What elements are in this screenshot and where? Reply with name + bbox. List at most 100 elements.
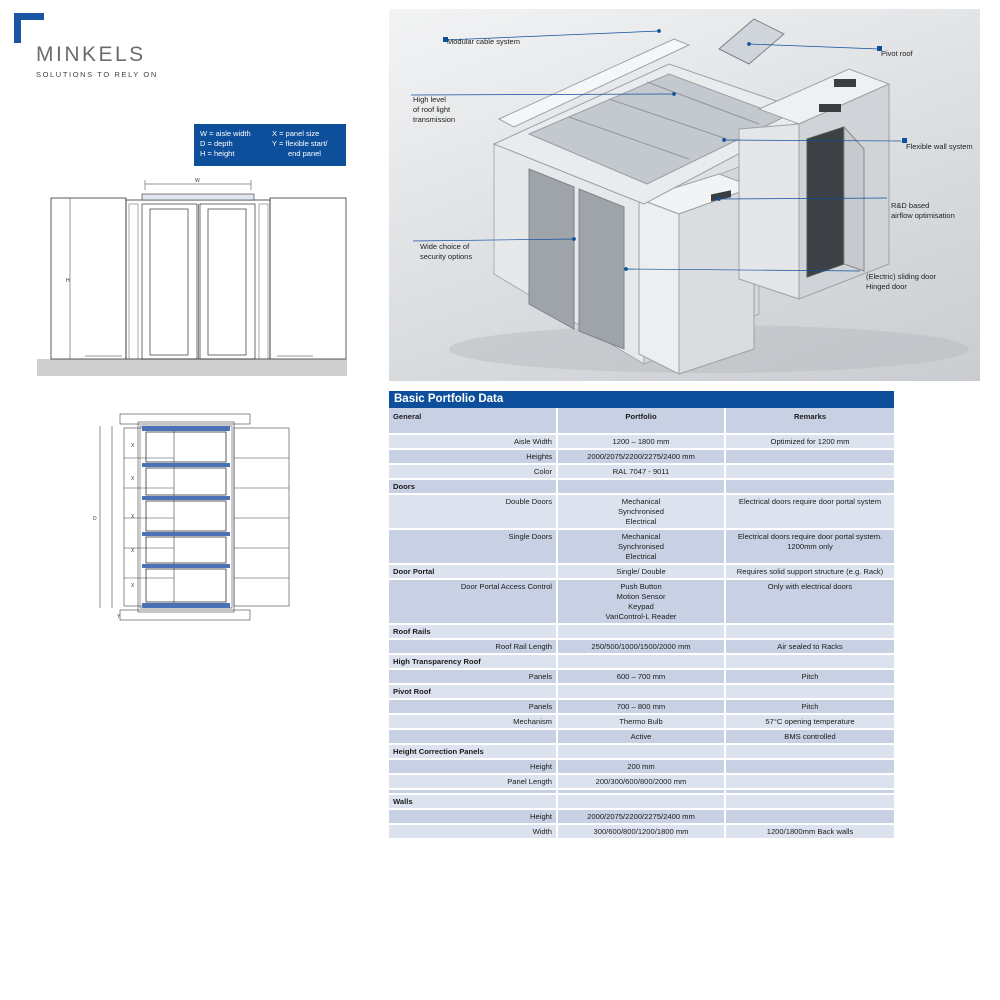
callout-marker-icon [443, 37, 448, 42]
legend-right: X = panel size [272, 129, 320, 138]
table-section-row: Roof Rails [389, 625, 894, 640]
table-section-row: High Transparency Roof [389, 655, 894, 670]
callout-rd-airflow: R&D based airflow optimisation [891, 201, 955, 220]
cell-label: Panels [389, 670, 558, 683]
plan-x-label: X [131, 476, 135, 482]
cell-remarks: BMS controlled [726, 730, 894, 743]
cell-label: Panel Length [389, 775, 558, 788]
cell-label: Height Correction Panels [389, 745, 558, 758]
plan-y-label: Y [117, 614, 121, 620]
cell-remarks [726, 685, 894, 698]
cell-remarks: Only with electrical doors [726, 580, 894, 623]
logo-mark-icon [14, 13, 44, 43]
cell-label: Roof Rails [389, 625, 558, 638]
cell-remarks [726, 450, 894, 463]
cell-label: Single Doors [389, 530, 558, 563]
cell-remarks [726, 810, 894, 823]
cell-remarks [726, 465, 894, 478]
cell-portfolio: Single/ Double [558, 565, 726, 578]
cell-portfolio: Mechanical Synchronised Electrical [558, 530, 726, 563]
cell-remarks: Pitch [726, 670, 894, 683]
plan-x-label: X [131, 548, 135, 554]
cell-label: Roof Rail Length [389, 640, 558, 653]
cell-portfolio [558, 480, 726, 493]
cell-remarks: Electrical doors require door portal sys… [726, 495, 894, 528]
elevation-w-label: W [195, 178, 200, 184]
legend-left: D = depth [200, 139, 233, 148]
callout-marker-icon [877, 46, 882, 51]
cell-portfolio [558, 795, 726, 808]
table-section-row: Walls [389, 795, 894, 810]
callout-marker-icon [902, 138, 907, 143]
callout-pivot-roof: Pivot roof [877, 46, 913, 59]
cell-label: Mechanism [389, 715, 558, 728]
table-header-row: General Portfolio Remarks [389, 408, 894, 435]
cell-label: Pivot Roof [389, 685, 558, 698]
cell-remarks: Optimized for 1200 mm [726, 435, 894, 448]
front-elevation-drawing: W H [37, 178, 347, 376]
cell-label: Panels [389, 700, 558, 713]
cell-remarks: Electrical doors require door portal sys… [726, 530, 894, 563]
cell-label: Aisle Width [389, 435, 558, 448]
cell-remarks: Requires solid support structure (e.g. R… [726, 565, 894, 578]
table-title: Basic Portfolio Data [389, 391, 894, 408]
callout-high-level: High level of roof light transmission [413, 95, 456, 124]
product-render: Modular cable system Pivot roof High lev… [389, 9, 980, 381]
table-section-row: Pivot Roof [389, 685, 894, 700]
legend-right: Y = flexible start/ [272, 139, 328, 148]
cell-label: Walls [389, 795, 558, 808]
header-general: General [389, 408, 558, 433]
cell-remarks [726, 790, 894, 793]
legend-left: W = aisle width [200, 129, 251, 138]
plan-x-label: X [131, 583, 135, 589]
cell-portfolio [558, 685, 726, 698]
cell-portfolio: Mechanical Synchronised Electrical [558, 495, 726, 528]
callout-modular-cable-text: Modular cable system [447, 37, 520, 46]
callout-security: Wide choice of security options [420, 242, 473, 261]
logo-tagline: SOLUTIONS TO RELY ON [36, 70, 158, 79]
cell-label [389, 790, 558, 793]
plan-view-drawing: D X X X X X Y [93, 413, 290, 621]
cell-portfolio: RAL 7047 - 9011 [558, 465, 726, 478]
cell-portfolio: 1200 – 1800 mm [558, 435, 726, 448]
cell-portfolio: 200/300/600/800/2000 mm [558, 775, 726, 788]
legend-row: W = aisle width X = panel size [200, 129, 342, 139]
cell-label: High Transparency Roof [389, 655, 558, 668]
cell-remarks [726, 775, 894, 788]
cell-portfolio: Active [558, 730, 726, 743]
cell-portfolio: 2000/2075/2200/2275/2400 mm [558, 450, 726, 463]
cell-label: Height [389, 810, 558, 823]
cell-remarks [726, 625, 894, 638]
cell-portfolio: 200 mm [558, 760, 726, 773]
header-portfolio: Portfolio [558, 408, 726, 433]
cell-label: Color [389, 465, 558, 478]
cold-corridor-illustration [449, 18, 969, 375]
cell-remarks [726, 655, 894, 668]
header-remarks: Remarks [726, 408, 894, 433]
legend-row: D = depth Y = flexible start/ [200, 139, 342, 149]
cell-portfolio: 300/600/800/1200/1800 mm [558, 825, 726, 838]
cell-portfolio [558, 655, 726, 668]
cell-remarks [726, 745, 894, 758]
cell-label: Height [389, 760, 558, 773]
cell-portfolio [558, 745, 726, 758]
cell-label: Heights [389, 450, 558, 463]
cell-remarks: 57°C opening temperature [726, 715, 894, 728]
table-section-row: Height Correction Panels [389, 745, 894, 760]
